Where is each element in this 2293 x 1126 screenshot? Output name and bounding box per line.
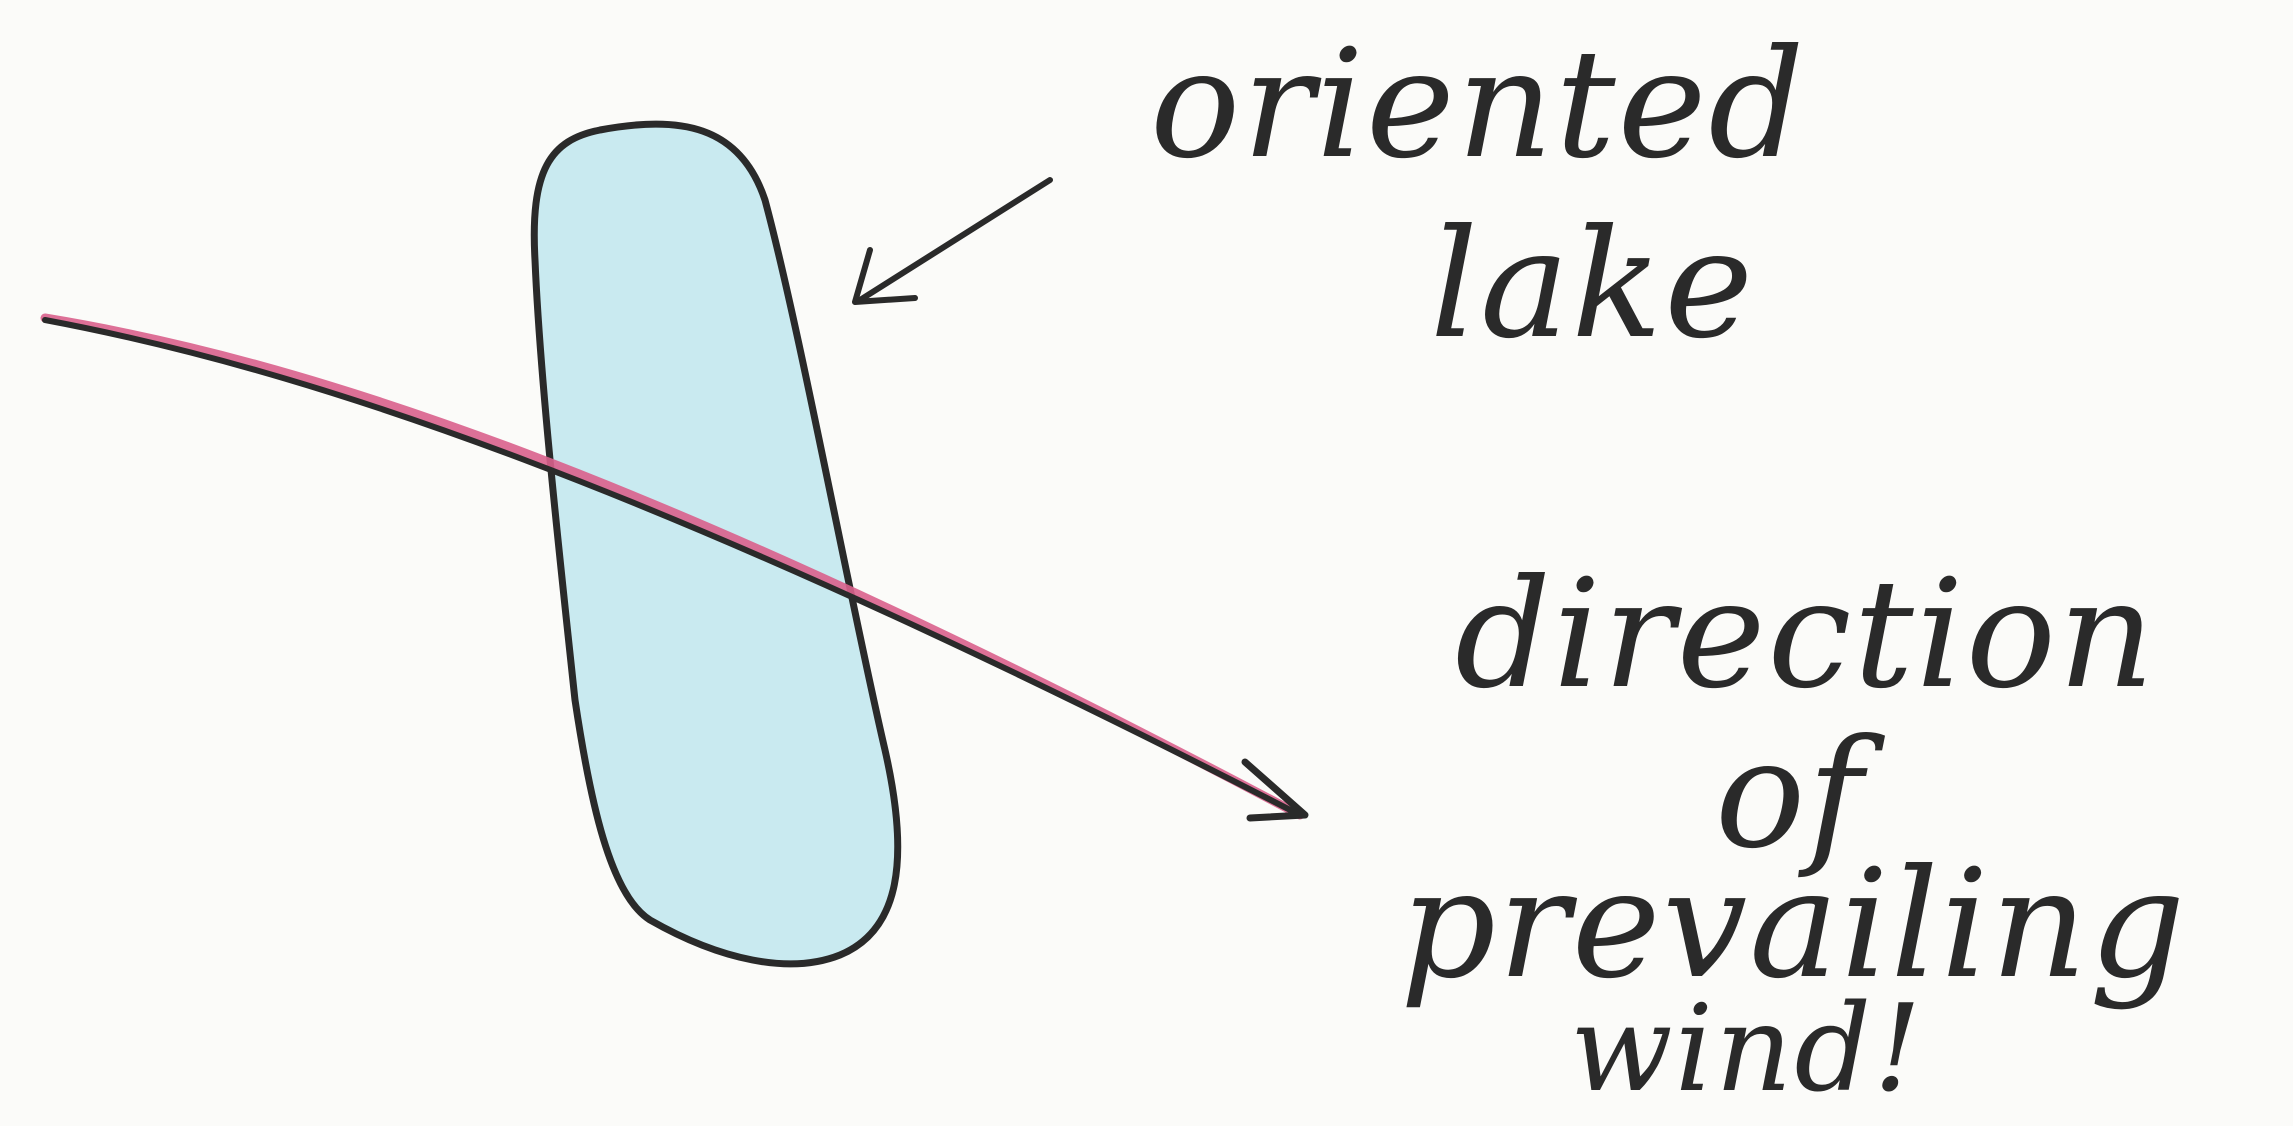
label-lake: lake	[1430, 210, 1755, 360]
label-wind: wind!	[1570, 990, 1923, 1110]
label-prevailing: prevailing	[1400, 850, 2187, 1000]
label-pointer-arrow	[860, 180, 1050, 300]
label-direction: direction	[1455, 560, 2157, 710]
label-oriented: oriented	[1150, 30, 1806, 180]
oriented-lake-shape	[534, 124, 898, 964]
